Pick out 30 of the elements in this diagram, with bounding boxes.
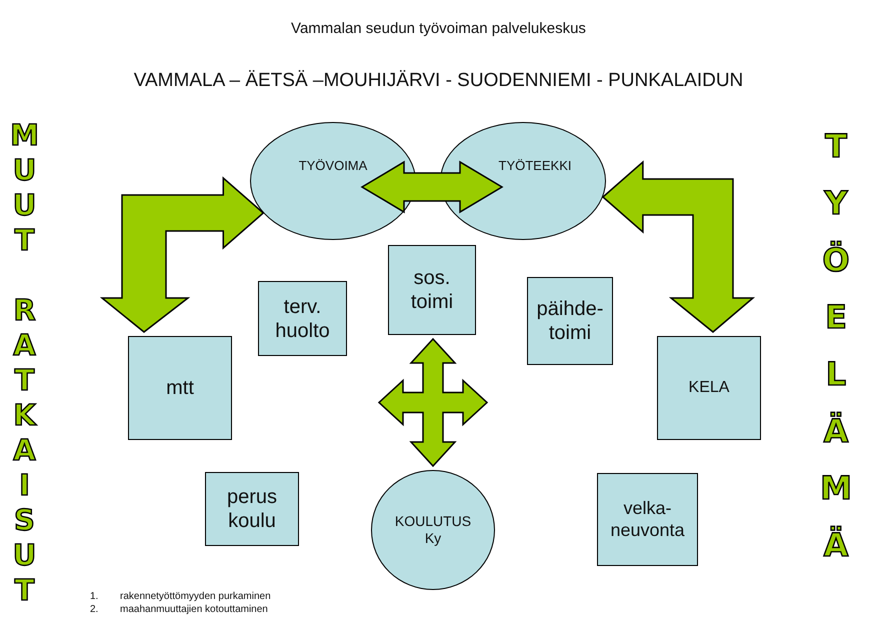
- node-text: TYÖTEEKKI: [498, 158, 572, 174]
- process-box: [388, 245, 476, 335]
- node-text: terv. huolto: [274, 294, 331, 342]
- vertical-heading: MUUT RATKAISUT: [10, 118, 39, 608]
- vertical-heading: TYÖELÄMÄ: [820, 126, 852, 566]
- bent-block-arrow: [602, 160, 756, 333]
- list-item: maahanmuuttajien kotouttaminen: [120, 604, 268, 615]
- list-number: 1.: [90, 591, 98, 602]
- process-box: [657, 336, 761, 440]
- node-text: KOULUTUS: [394, 513, 472, 530]
- diagram-title: Vammalan seudun työvoiman palvelukeskus: [290, 20, 587, 37]
- node-text: perus koulu: [226, 485, 278, 533]
- process-box: [258, 281, 347, 356]
- node-text: velka- neuvonta: [609, 498, 686, 542]
- process-box: [597, 473, 698, 566]
- node-text: sos. toimi: [410, 266, 454, 314]
- list-number: 2.: [90, 604, 98, 615]
- node-text: Ky: [424, 530, 442, 547]
- node-text: TYÖVOIMA: [298, 158, 368, 174]
- bent-block-arrow: [100, 176, 264, 333]
- node-text: mtt: [166, 376, 194, 400]
- node-text: päihde- toimi: [536, 297, 604, 345]
- double-block-arrow: [360, 160, 504, 214]
- list-item: rakennetyöttömyyden purkaminen: [120, 591, 271, 602]
- process-box: [527, 277, 613, 365]
- process-box: [128, 336, 232, 440]
- process-box: [205, 472, 299, 546]
- subtitle: VAMMALA – ÄETSÄ –MOUHIJÄRVI - SUODENNIEMI - PUNKALAIDUN: [132, 70, 744, 92]
- four-way-block-arrow: [378, 338, 488, 468]
- node-text: KELA: [688, 378, 730, 398]
